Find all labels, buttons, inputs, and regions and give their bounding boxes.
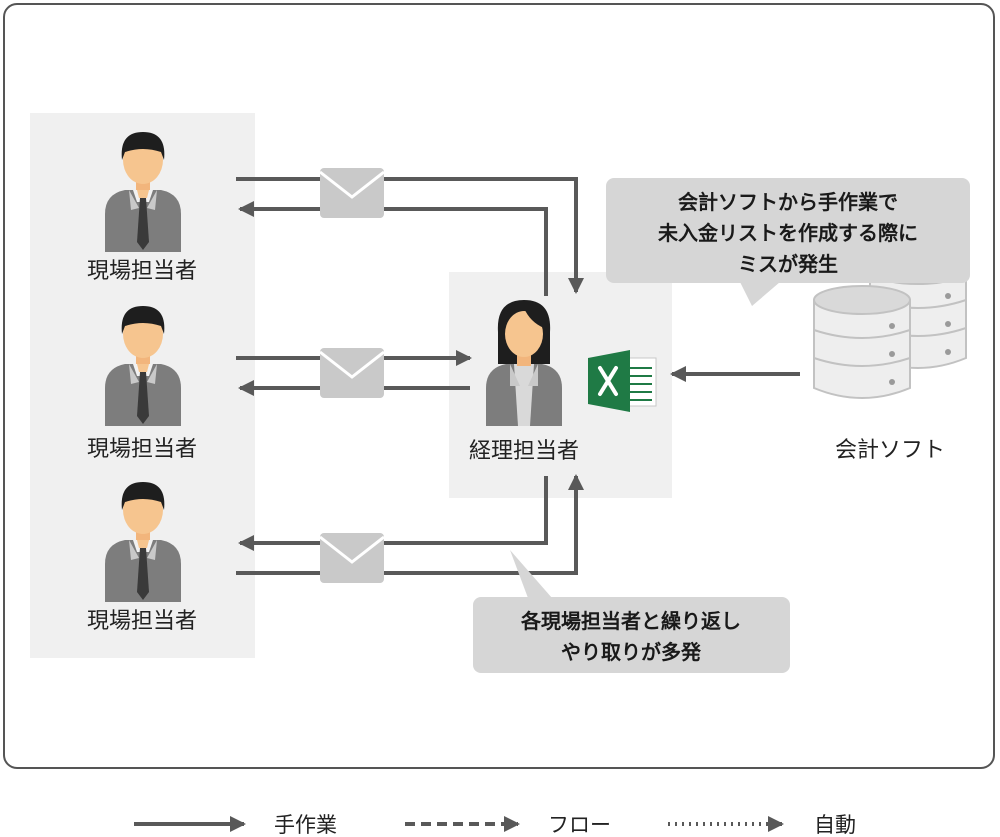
legend-manual-label: 手作業 <box>274 813 337 837</box>
software-label: 会計ソフト <box>835 438 945 463</box>
field-staff-label-1: 現場担当者 <box>87 259 197 284</box>
exchange-callout-line2: やり取りが多発 <box>561 640 702 664</box>
exchange-callout-line1: 各現場担当者と繰り返し <box>520 609 741 633</box>
exchange-callout: 各現場担当者と繰り返し やり取りが多発 <box>473 550 790 673</box>
envelope-icon <box>318 166 386 220</box>
legend-auto-label: 自動 <box>814 813 856 837</box>
error-callout-line1: 会計ソフトから手作業で <box>678 190 898 214</box>
error-callout-line3: ミスが発生 <box>738 252 838 276</box>
legend-flow-label: フロー <box>548 813 611 837</box>
field-staff-label-3: 現場担当者 <box>87 609 197 634</box>
field-staff-label-2: 現場担当者 <box>87 437 197 462</box>
error-callout-line2: 未入金リストを作成する際に <box>658 221 918 245</box>
accounting-staff-label: 経理担当者 <box>469 439 579 464</box>
excel-icon <box>588 350 657 412</box>
envelope-icon <box>318 531 386 585</box>
envelope-icon <box>318 346 386 400</box>
error-callout: 会計ソフトから手作業で 未入金リストを作成する際に ミスが発生 <box>606 178 970 306</box>
legend: 手作業 フロー 自動 <box>134 813 856 837</box>
